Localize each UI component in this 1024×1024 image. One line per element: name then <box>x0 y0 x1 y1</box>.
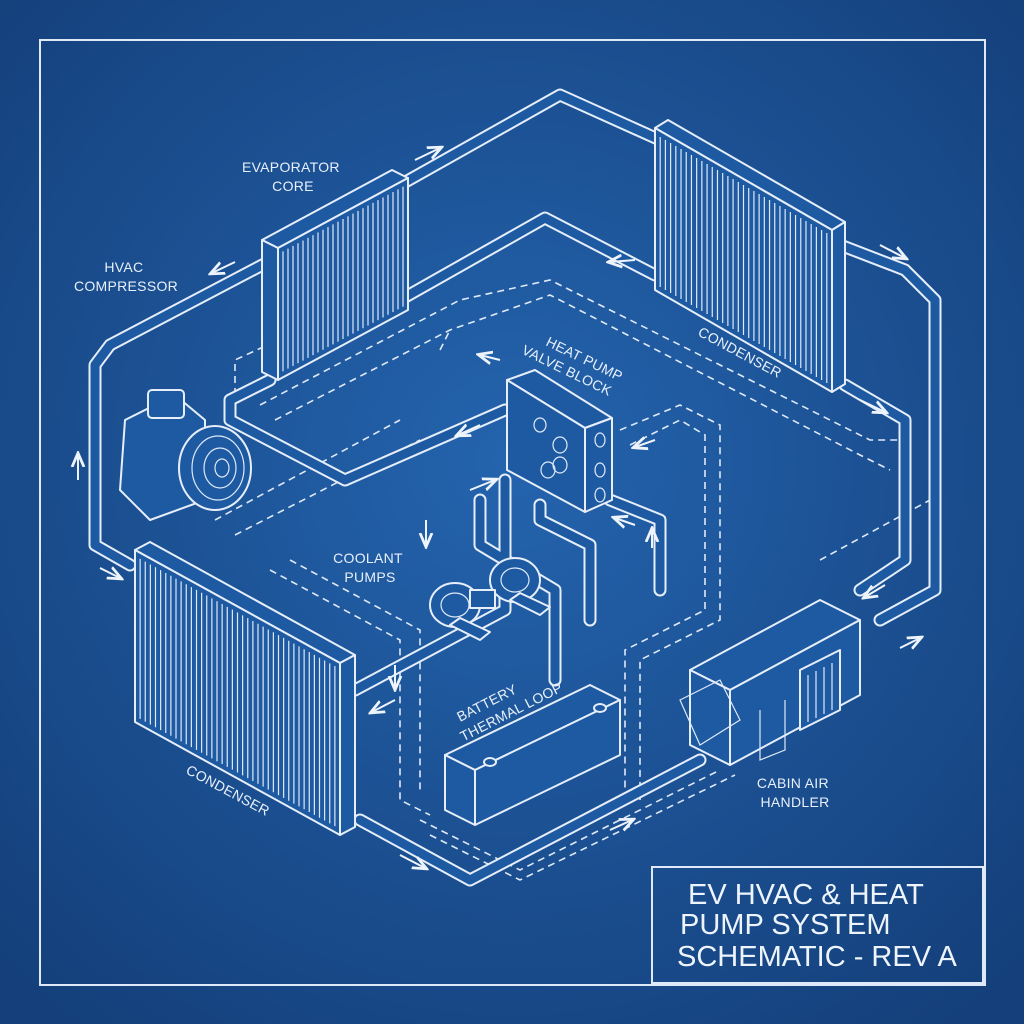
title-line-3: SCHEMATIC - REV A <box>677 941 957 973</box>
label-coolant-pumps: COOLANT PUMPS <box>333 550 407 585</box>
hvac-compressor <box>119 389 252 521</box>
label-hvac-compressor: HVAC COMPRESSOR <box>74 259 178 294</box>
label-cabin-air-handler: CABIN AIR HANDLER <box>757 775 833 810</box>
title-line-2: PUMP SYSTEM <box>680 909 891 941</box>
dashed-lines <box>214 279 931 881</box>
flow-arrows <box>78 148 920 868</box>
title-block: EV HVAC & HEAT PUMP SYSTEM SCHEMATIC - R… <box>651 866 984 984</box>
evaporator-core <box>261 169 409 381</box>
heat-pump-valve-block <box>506 369 613 513</box>
condenser-bottom <box>134 541 356 836</box>
title-line-1: EV HVAC & HEAT <box>688 879 924 911</box>
cabin-air-handler <box>679 599 861 766</box>
condenser-top <box>654 119 846 393</box>
label-evaporator-core: EVAPORATOR CORE <box>242 159 344 194</box>
coolant-pumps <box>429 557 551 641</box>
drawing-border <box>39 39 986 986</box>
battery-pack <box>444 684 621 826</box>
